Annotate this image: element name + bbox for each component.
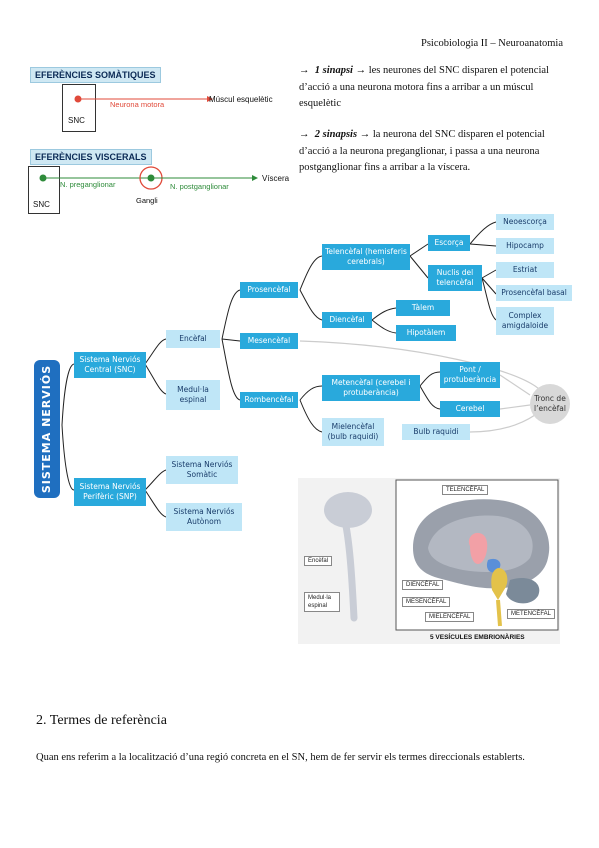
node-mesencefal: Mesencèfal: [240, 333, 298, 349]
node-nuclis: Nuclis del telencèfal: [428, 265, 482, 291]
visceral-pathway: [39, 166, 258, 190]
node-medula: Medul·la espinal: [166, 380, 220, 410]
node-diencefal: Diencèfal: [322, 312, 372, 328]
node-pont: Pont / protuberància: [440, 362, 500, 388]
visceral-snc-label: SNC: [33, 200, 50, 209]
node-tronc: Tronc de l’encèfal: [530, 384, 570, 424]
node-encefal: Encèfal: [166, 330, 220, 348]
node-complex: Complex amigdaloide: [496, 307, 554, 335]
fig-label-mesencefal: MESENCÈFAL: [402, 597, 451, 607]
node-rombencefal: Rombencèfal: [240, 392, 298, 408]
fig-label-metencefal: METENCÈFAL: [507, 609, 556, 619]
node-snc: Sistema Nerviós Central (SNC): [74, 352, 146, 378]
note-two-synapses: → 2 sinapsis → la neurona del SNC dispar…: [299, 129, 545, 173]
fig-caption: 5 VESÍCULES EMBRIONÀRIES: [430, 634, 525, 641]
fig-label-encefal: Encèfal: [304, 556, 333, 566]
fig-label-medula: Medul·la espinal: [304, 592, 340, 612]
fig-label-telencefal: TELENCÈFAL: [442, 485, 489, 495]
node-hipocamp: Hipocamp: [496, 238, 554, 254]
section-paragraph: Quan ens referim a la localització d’una…: [36, 752, 525, 763]
visceral-target-label: Víscera: [262, 174, 290, 183]
section-title: 2. Termes de referència: [36, 713, 167, 728]
visceral-pre-label: N. preganglionar: [60, 180, 116, 189]
node-neoescorca: Neoescorça: [496, 214, 554, 230]
ganglion-label: Gangli: [136, 196, 158, 205]
root-node: SISTEMA NERVIÓS: [34, 360, 60, 498]
node-snp: Sistema Nerviós Perifèric (SNP): [74, 478, 146, 506]
fig-label-diencefal: DIENCÈFAL: [402, 580, 444, 590]
node-talem: Tàlem: [396, 300, 450, 316]
node-prosencefal: Prosencèfal: [240, 282, 298, 298]
somatic-neuron-label: Neurona motora: [110, 100, 165, 109]
somatic-snc-label: SNC: [68, 116, 85, 125]
node-estriat: Estriat: [496, 262, 554, 278]
node-somatic: Sistema Nerviós Somàtic: [166, 456, 238, 484]
node-escorca: Escorça: [428, 235, 470, 251]
note-one-synapse: → 1 sinapsi → les neurones del SNC dispa…: [299, 65, 549, 109]
visceral-title: EFERÈNCIES VISCERALS: [30, 149, 152, 165]
node-mielencefal: Mielencèfal (bulb raquidi): [322, 418, 384, 446]
somatic-title: EFERÈNCIES SOMÀTIQUES: [30, 67, 161, 83]
visceral-post-label: N. postganglionar: [170, 182, 229, 191]
somatic-pathway: [74, 95, 213, 103]
somatic-snc-box: [62, 84, 96, 132]
fig-label-mielencefal: MIELENCÈFAL: [425, 612, 475, 622]
node-metencefal: Metencèfal (cerebel i protuberància): [322, 375, 420, 401]
node-autonom: Sistema Nerviós Autònom: [166, 503, 242, 531]
node-telencefal: Telencèfal (hemisferis cerebrals): [322, 244, 410, 270]
page-header: Psicobiologia II – Neuroanatomia: [420, 38, 563, 49]
node-cerebel: Cerebel: [440, 401, 500, 417]
node-bulb: Bulb raquidi: [402, 424, 470, 440]
brain-illustration: [324, 479, 559, 631]
somatic-target-label: Múscul esquelètic: [209, 95, 273, 104]
visceral-snc-box: [28, 166, 60, 214]
node-hipotalem: Hipotàlem: [396, 325, 456, 341]
node-prosbasal: Prosencèfal basal: [496, 285, 572, 301]
